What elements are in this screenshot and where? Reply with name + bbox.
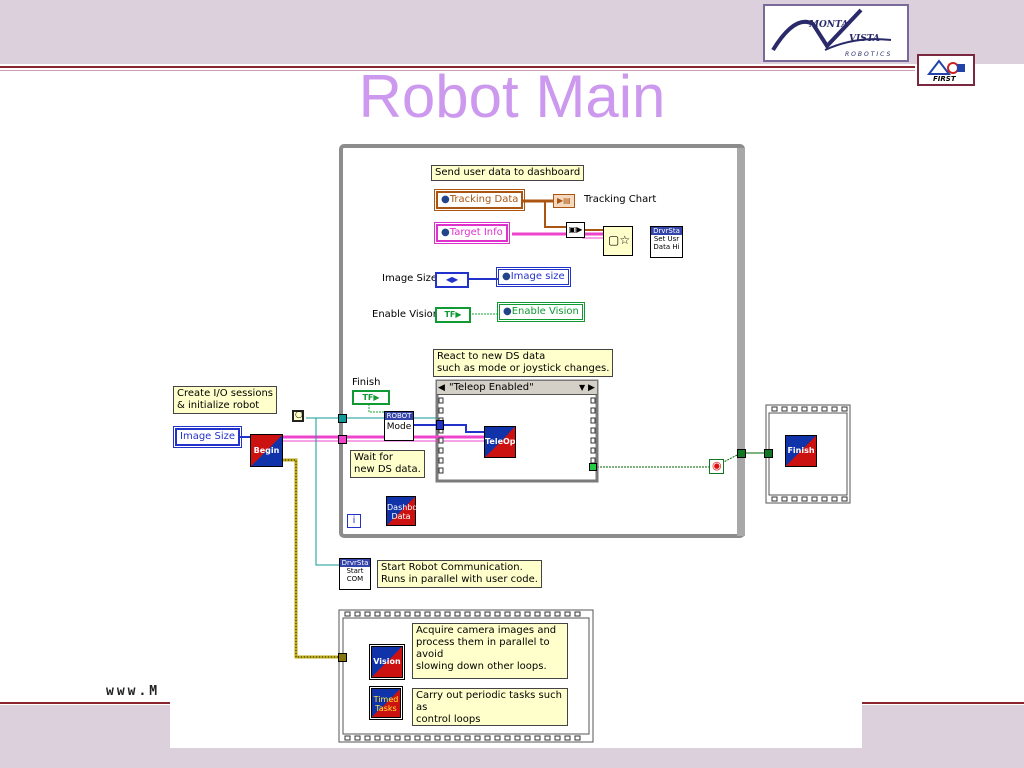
enable-vision-global[interactable]: ●Enable Vision <box>497 302 585 322</box>
enable-vision-label: Enable Vision <box>372 309 440 320</box>
case-selector[interactable]: ◀ "Teleop Enabled" ▼ ▶ <box>437 381 597 395</box>
monta-vista-logo: MONTA VISTA ROBOTICS <box>763 4 909 62</box>
tunnel-green-in <box>764 449 773 458</box>
start-com-header: DrvrSta <box>340 559 370 567</box>
image-size-global[interactable]: ●Image size <box>496 267 571 287</box>
flatten-node: ▢☆ <box>603 226 633 256</box>
logo-text-vista: VISTA <box>849 34 880 44</box>
tunnel-yellow <box>338 653 347 662</box>
begin-subvi[interactable]: Begin <box>250 434 283 467</box>
robot-mode-header: ROBOT <box>385 412 413 420</box>
finish-subvi[interactable]: Finish <box>785 435 817 467</box>
start-com-subvi[interactable]: DrvrSta Start COM <box>339 558 371 590</box>
robot-mode-label: Mode <box>386 422 412 432</box>
robot-mode-node[interactable]: ROBOT Mode <box>384 411 414 441</box>
header-rule <box>0 66 915 68</box>
case-selector-dropdown-icon[interactable]: ▼ <box>579 383 586 392</box>
ring-icon: ○ <box>295 410 303 420</box>
slide-title: Robot Main <box>358 63 666 130</box>
finish-label: Finish <box>352 377 381 388</box>
first-logo-text: FIRST <box>933 75 956 83</box>
first-triangle-icon <box>926 59 965 75</box>
globe-icon: ● <box>441 227 450 238</box>
first-logo: FIRST <box>917 54 975 86</box>
image-size-terminal[interactable]: ◀▶ <box>435 272 469 288</box>
case-selector-value: "Teleop Enabled" <box>449 382 534 393</box>
stop-icon: ◉ <box>712 459 722 472</box>
set-user-data-header: DrvrSta <box>651 227 682 235</box>
globe-icon: ● <box>502 271 511 282</box>
set-user-data-subvi[interactable]: DrvrSta Set Usr Data Hi <box>650 226 683 258</box>
globe-icon: ● <box>503 306 512 317</box>
tunnel-green-out <box>737 449 746 458</box>
case-tunnel-green <box>589 463 597 471</box>
stop-terminal[interactable]: ◉ <box>709 459 724 474</box>
logo-text-robotics: ROBOTICS <box>845 51 893 58</box>
case-selector-left-arrow[interactable]: ◀ <box>438 383 445 393</box>
note-start-com: Start Robot Communication.Runs in parall… <box>377 560 542 588</box>
finish-terminal[interactable]: TF▶ <box>352 390 390 405</box>
website-text: www.M <box>106 684 161 699</box>
tunnel-teal <box>338 414 347 423</box>
header-rule-thin <box>0 70 915 71</box>
enable-vision-terminal[interactable]: TF▶ <box>435 307 471 323</box>
refnum-constant: ○ <box>292 410 304 422</box>
bundle-node: ▣▶ <box>566 222 585 238</box>
note-send-dashboard: Send user data to dashboard <box>431 165 585 181</box>
globe-icon: ● <box>441 194 450 205</box>
vision-subvi[interactable]: Vision <box>369 644 405 680</box>
target-info-global[interactable]: ●Target Info <box>434 222 510 244</box>
logo-swoosh-icon <box>771 8 892 52</box>
note-create-io: Create I/O sessions& initialize robot <box>173 386 278 414</box>
image-size-control[interactable]: Image Size <box>172 426 243 448</box>
case-selector-right-arrow[interactable]: ▶ <box>588 383 595 393</box>
tracking-data-global[interactable]: ●Tracking Data <box>433 189 526 211</box>
image-size-label: Image Size <box>382 273 438 284</box>
case-tunnel-blue <box>436 420 444 430</box>
tracking-chart-terminal[interactable]: ▶▤ <box>553 194 575 208</box>
flatten-icon: ▢☆ <box>608 233 631 247</box>
tunnel-pink <box>338 435 347 444</box>
logo-text-monta: MONTA <box>809 20 849 30</box>
tracking-chart-label: Tracking Chart <box>584 194 657 205</box>
iteration-terminal: i <box>347 514 361 528</box>
teleop-subvi[interactable]: TeleOp <box>484 426 516 458</box>
